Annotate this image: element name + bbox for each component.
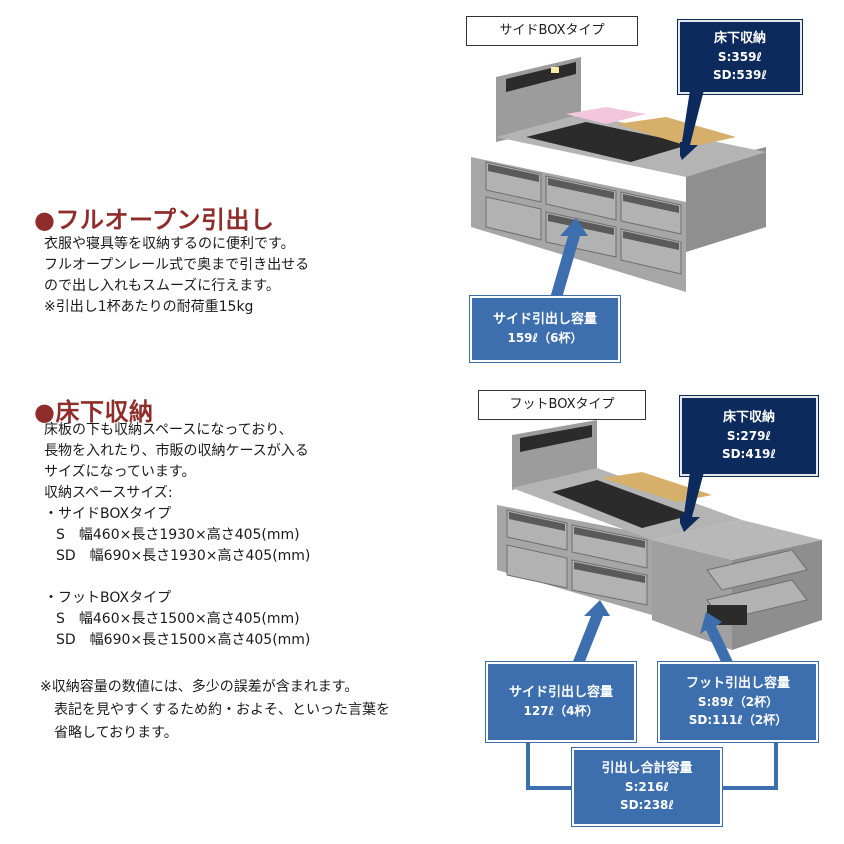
side-drawer-value: 127ℓ（4杯） xyxy=(523,704,599,718)
side-box-bed-illustration xyxy=(466,52,776,302)
text-line: S 幅460×長さ1500×高さ405(mm) xyxy=(56,611,300,627)
text-line: S 幅460×長さ1930×高さ405(mm) xyxy=(56,527,300,543)
side-box-drawer-arrow xyxy=(550,218,588,298)
side-box-type-label: サイドBOXタイプ xyxy=(466,16,638,46)
floor-storage-s-value: S:279ℓ xyxy=(726,429,772,443)
side-drawer-title: サイド引出し容量 xyxy=(492,312,597,327)
side-drawer-title: サイド引出し容量 xyxy=(508,685,613,700)
foot-box-floor-storage-box: 床下収納 S:279ℓ SD:419ℓ xyxy=(679,395,819,477)
total-drawer-title: 引出し合計容量 xyxy=(601,761,693,776)
floor-storage-s-value: S:359ℓ xyxy=(717,50,763,64)
text-line: 衣服や寝具等を収納するのに便利です。 xyxy=(44,236,295,252)
floor-storage-title: 床下収納 xyxy=(713,31,766,46)
text-line: SD 幅690×長さ1930×高さ405(mm) xyxy=(56,548,311,564)
full-open-drawer-description: 衣服や寝具等を収納するのに便利です。 フルオープンレール式で奥まで引き出せる の… xyxy=(44,234,309,318)
foot-drawer-sd-value: SD:111ℓ（2杯） xyxy=(688,713,788,727)
floor-storage-description: 床板の下も収納スペースになっており、 長物を入れたり、市販の収納ケースが入る サ… xyxy=(44,420,310,651)
text-line: サイズになっています。 xyxy=(44,464,196,480)
floor-storage-sd-value: SD:539ℓ xyxy=(712,68,768,82)
text-line: ・サイドBOXタイプ xyxy=(44,506,172,522)
text-line: 長物を入れたり、市販の収納ケースが入る xyxy=(44,443,309,459)
text-line: ・フットBOXタイプ xyxy=(44,590,172,606)
side-box-floor-arrow xyxy=(680,90,704,160)
heading-full-open-drawer: ●フルオープン引出し xyxy=(34,206,275,234)
foot-drawer-title: フット引出し容量 xyxy=(685,676,790,691)
foot-drawer-s-value: S:89ℓ（2杯） xyxy=(697,695,779,709)
side-box-floor-storage-box: 床下収納 S:359ℓ SD:539ℓ xyxy=(677,19,803,95)
foot-box-side-drawer-box: サイド引出し容量 127ℓ（4杯） xyxy=(485,661,637,743)
text-line: 表記を見やすくするため約・およそ、といった言葉を xyxy=(40,702,390,718)
text-line-blank xyxy=(44,567,310,588)
foot-box-bed-illustration xyxy=(492,420,832,650)
total-drawer-sd-value: SD:238ℓ xyxy=(619,798,675,812)
foot-box-total-drawer-box: 引出し合計容量 S:216ℓ SD:238ℓ xyxy=(571,747,723,827)
text-line: SD 幅690×長さ1500×高さ405(mm) xyxy=(56,632,311,648)
text-line: ※収納容量の数値には、多少の誤差が含まれます。 xyxy=(40,679,359,695)
total-drawer-s-value: S:216ℓ xyxy=(624,780,670,794)
text-line: 収納スペースサイズ: xyxy=(44,485,173,501)
foot-box-floor-arrow xyxy=(680,472,704,532)
text-line: ※引出し1杯あたりの耐荷重15kg xyxy=(44,299,254,315)
heading-floor-storage: ●床下収納 xyxy=(34,398,154,426)
foot-box-foot-drawer-box: フット引出し容量 S:89ℓ（2杯） SD:111ℓ（2杯） xyxy=(657,661,819,743)
floor-storage-sd-value: SD:419ℓ xyxy=(721,447,777,461)
foot-box-side-drawer-arrow xyxy=(572,600,610,664)
side-drawer-value: 159ℓ（6杯） xyxy=(507,331,583,345)
text-line: 床板の下も収納スペースになっており、 xyxy=(44,422,293,438)
side-box-side-drawer-box: サイド引出し容量 159ℓ（6杯） xyxy=(469,295,621,363)
capacity-note: ※収納容量の数値には、多少の誤差が含まれます。 表記を見やすくするため約・およそ… xyxy=(40,676,390,745)
floor-storage-title: 床下収納 xyxy=(722,410,775,425)
foot-box-type-label: フットBOXタイプ xyxy=(478,390,646,420)
text-line: フルオープンレール式で奥まで引き出せる xyxy=(44,257,310,273)
text-line: 省略しております。 xyxy=(40,725,178,741)
foot-drawer-arrow xyxy=(700,612,734,664)
text-line: ので出し入れもスムーズに行えます。 xyxy=(44,278,280,294)
